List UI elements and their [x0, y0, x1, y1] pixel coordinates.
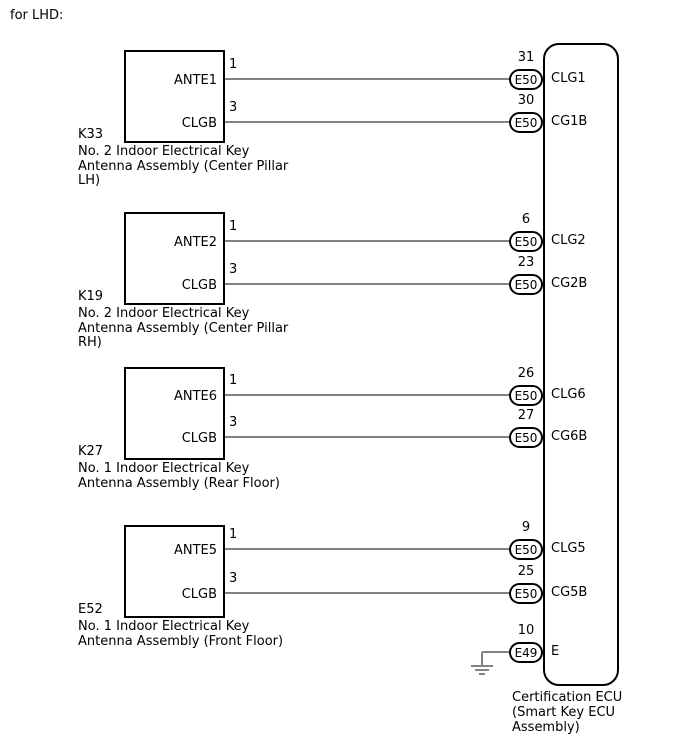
connector-pill: E49 [509, 642, 543, 663]
wire [225, 394, 510, 396]
component-caption: No. 1 Indoor Electrical Key Antenna Asse… [78, 461, 280, 491]
ecu-pin-number: 27 [517, 408, 535, 423]
connector-pill: E50 [509, 539, 543, 560]
connector-pill: E50 [509, 231, 543, 252]
pin-number: 3 [229, 571, 238, 586]
component-id: K19 [78, 289, 104, 304]
pin-number: 1 [229, 373, 238, 388]
caption-line: Assembly) [512, 720, 580, 735]
caption-line: LH) [78, 173, 101, 188]
pin-number: 1 [229, 527, 238, 542]
ecu-pin-label: CG5B [551, 585, 588, 600]
ecu-pin-label: CLG2 [551, 233, 586, 248]
component-pin-label: CLGB [181, 116, 217, 131]
ground-wire [482, 651, 509, 653]
ecu-pin-number: 9 [521, 520, 531, 535]
component-box-k19: ANTE2 CLGB [124, 212, 225, 305]
ecu-pin-number: 30 [517, 93, 535, 108]
ecu-pin-number: 23 [517, 255, 535, 270]
pin-number: 3 [229, 100, 238, 115]
caption-line: No. 1 Indoor Electrical Key [78, 461, 250, 476]
component-caption: No. 2 Indoor Electrical Key Antenna Asse… [78, 306, 289, 351]
component-box-k27: ANTE6 CLGB [124, 367, 225, 460]
ecu-pin-label: CG6B [551, 429, 588, 444]
ecu-pin-label: CG2B [551, 276, 588, 291]
wire [225, 436, 510, 438]
ecu-pin-number: 10 [517, 623, 535, 638]
component-pin-label: CLGB [181, 278, 217, 293]
component-box-k33: ANTE1 CLGB [124, 50, 225, 143]
ecu-pin-number: 31 [517, 50, 535, 65]
component-box-e52: ANTE5 CLGB [124, 525, 225, 618]
pin-number: 1 [229, 219, 238, 234]
caption-line: Certification ECU [512, 690, 623, 705]
caption-line: Antenna Assembly (Center Pillar [78, 320, 289, 336]
component-pin-label: ANTE5 [173, 543, 217, 558]
connector-pill: E50 [509, 69, 543, 90]
ecu-pin-label: CG1B [551, 114, 588, 129]
wire [225, 121, 510, 123]
wire [225, 240, 510, 242]
ecu-box [543, 43, 619, 686]
caption-line: RH) [78, 335, 102, 350]
wire [225, 283, 510, 285]
caption-line: No. 1 Indoor Electrical Key [78, 619, 250, 634]
ecu-pin-label: E [551, 644, 560, 659]
wire [225, 592, 510, 594]
ecu-pin-number: 6 [521, 212, 531, 227]
ecu-pin-number: 26 [517, 366, 535, 381]
caption-line: No. 2 Indoor Electrical Key [78, 306, 250, 321]
component-caption: No. 2 Indoor Electrical Key Antenna Asse… [78, 144, 289, 189]
caption-line: (Smart Key ECU [512, 705, 616, 720]
component-id: K27 [78, 444, 104, 459]
diagram-title: for LHD: [10, 8, 64, 23]
pin-number: 3 [229, 262, 238, 277]
ecu-pin-label: CLG5 [551, 541, 586, 556]
wire [225, 78, 510, 80]
ecu-pin-label: CLG1 [551, 71, 586, 86]
connector-pill: E50 [509, 112, 543, 133]
component-id: K33 [78, 127, 104, 142]
ecu-caption: Certification ECU (Smart Key ECU Assembl… [512, 690, 622, 735]
component-pin-label: CLGB [181, 587, 217, 602]
pin-number: 1 [229, 57, 238, 72]
component-pin-label: ANTE1 [173, 73, 217, 88]
component-pin-label: CLGB [181, 431, 217, 446]
caption-line: Antenna Assembly (Front Floor) [78, 633, 284, 649]
component-pin-label: ANTE2 [173, 235, 217, 250]
ecu-pin-label: CLG6 [551, 387, 586, 402]
pin-number: 3 [229, 415, 238, 430]
connector-pill: E50 [509, 427, 543, 448]
connector-pill: E50 [509, 583, 543, 604]
component-pin-label: ANTE6 [173, 389, 217, 404]
component-id: E52 [78, 602, 103, 617]
component-caption: No. 1 Indoor Electrical Key Antenna Asse… [78, 619, 284, 649]
caption-line: Antenna Assembly (Rear Floor) [78, 475, 280, 491]
connector-pill: E50 [509, 385, 543, 406]
caption-line: Antenna Assembly (Center Pillar [78, 158, 289, 174]
wire [225, 548, 510, 550]
ecu-pin-number: 25 [517, 564, 535, 579]
caption-line: No. 2 Indoor Electrical Key [78, 144, 250, 159]
connector-pill: E50 [509, 274, 543, 295]
